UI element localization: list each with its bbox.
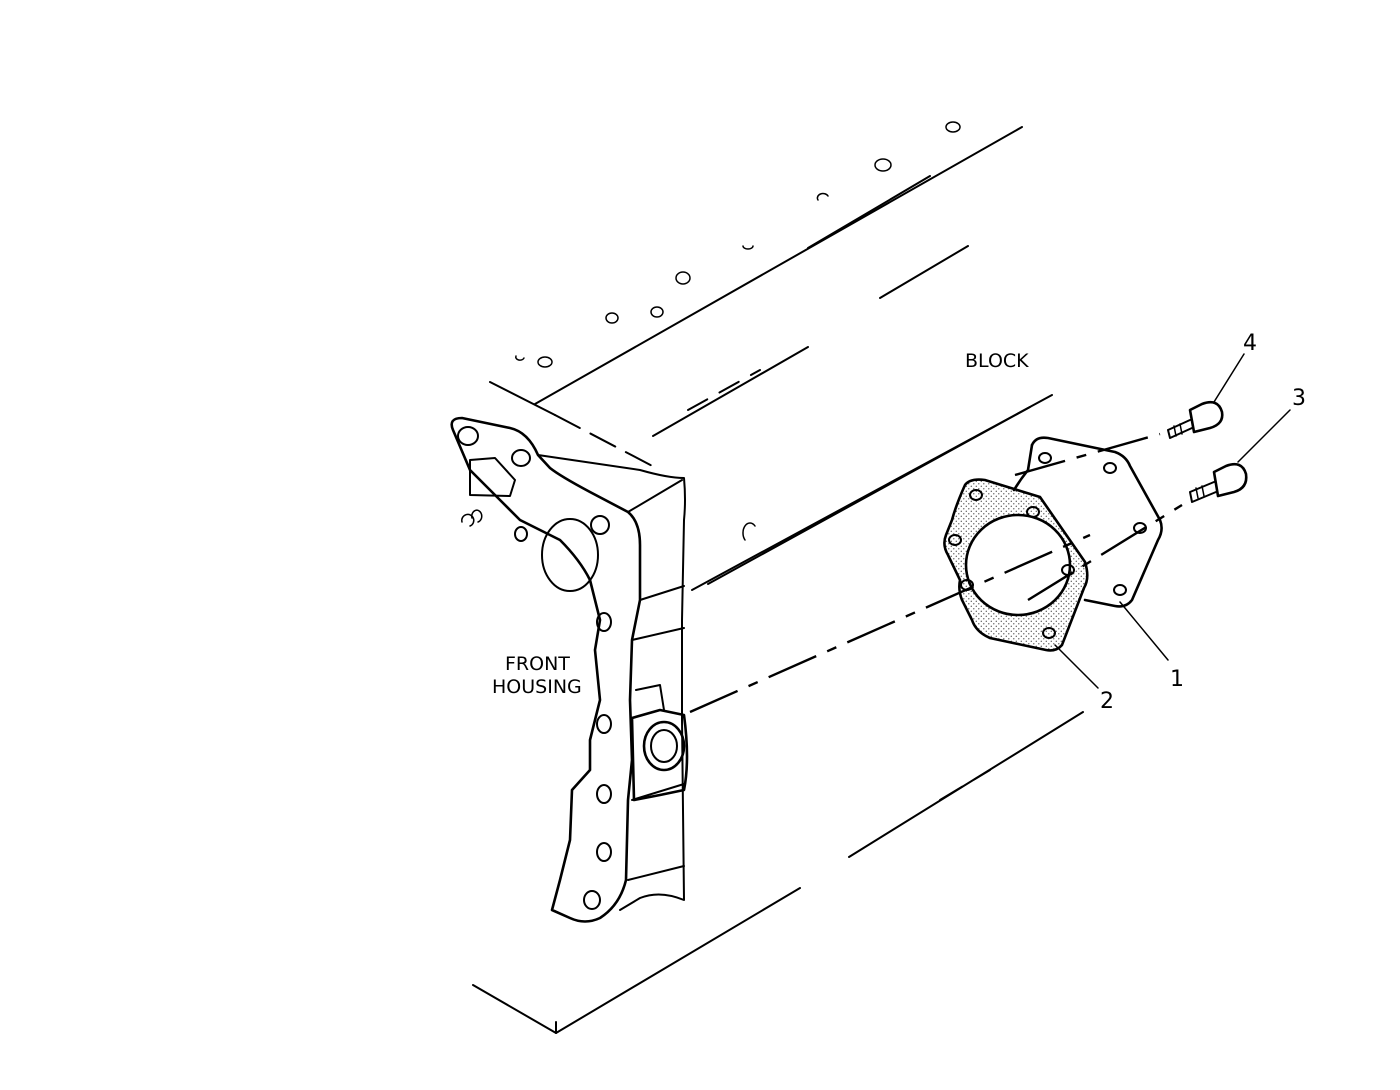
gasket	[943, 478, 1089, 652]
callout-1: 1	[1170, 667, 1184, 692]
callout-3: 3	[1292, 386, 1306, 411]
callout-4: 4	[1243, 331, 1257, 356]
front-housing-label-line2: HOUSING	[492, 676, 582, 698]
front-housing	[450, 416, 689, 923]
leader-lines	[1054, 353, 1291, 689]
callout-2: 2	[1100, 689, 1114, 714]
engine-block	[472, 121, 1084, 1034]
front-housing-label-line1: FRONT	[505, 653, 570, 675]
block-label: BLOCK	[965, 350, 1029, 372]
assembly-lines	[689, 432, 1183, 714]
bolt-upper	[1167, 400, 1224, 439]
bolt-lower	[1189, 462, 1248, 503]
cover-plate	[1012, 436, 1163, 608]
